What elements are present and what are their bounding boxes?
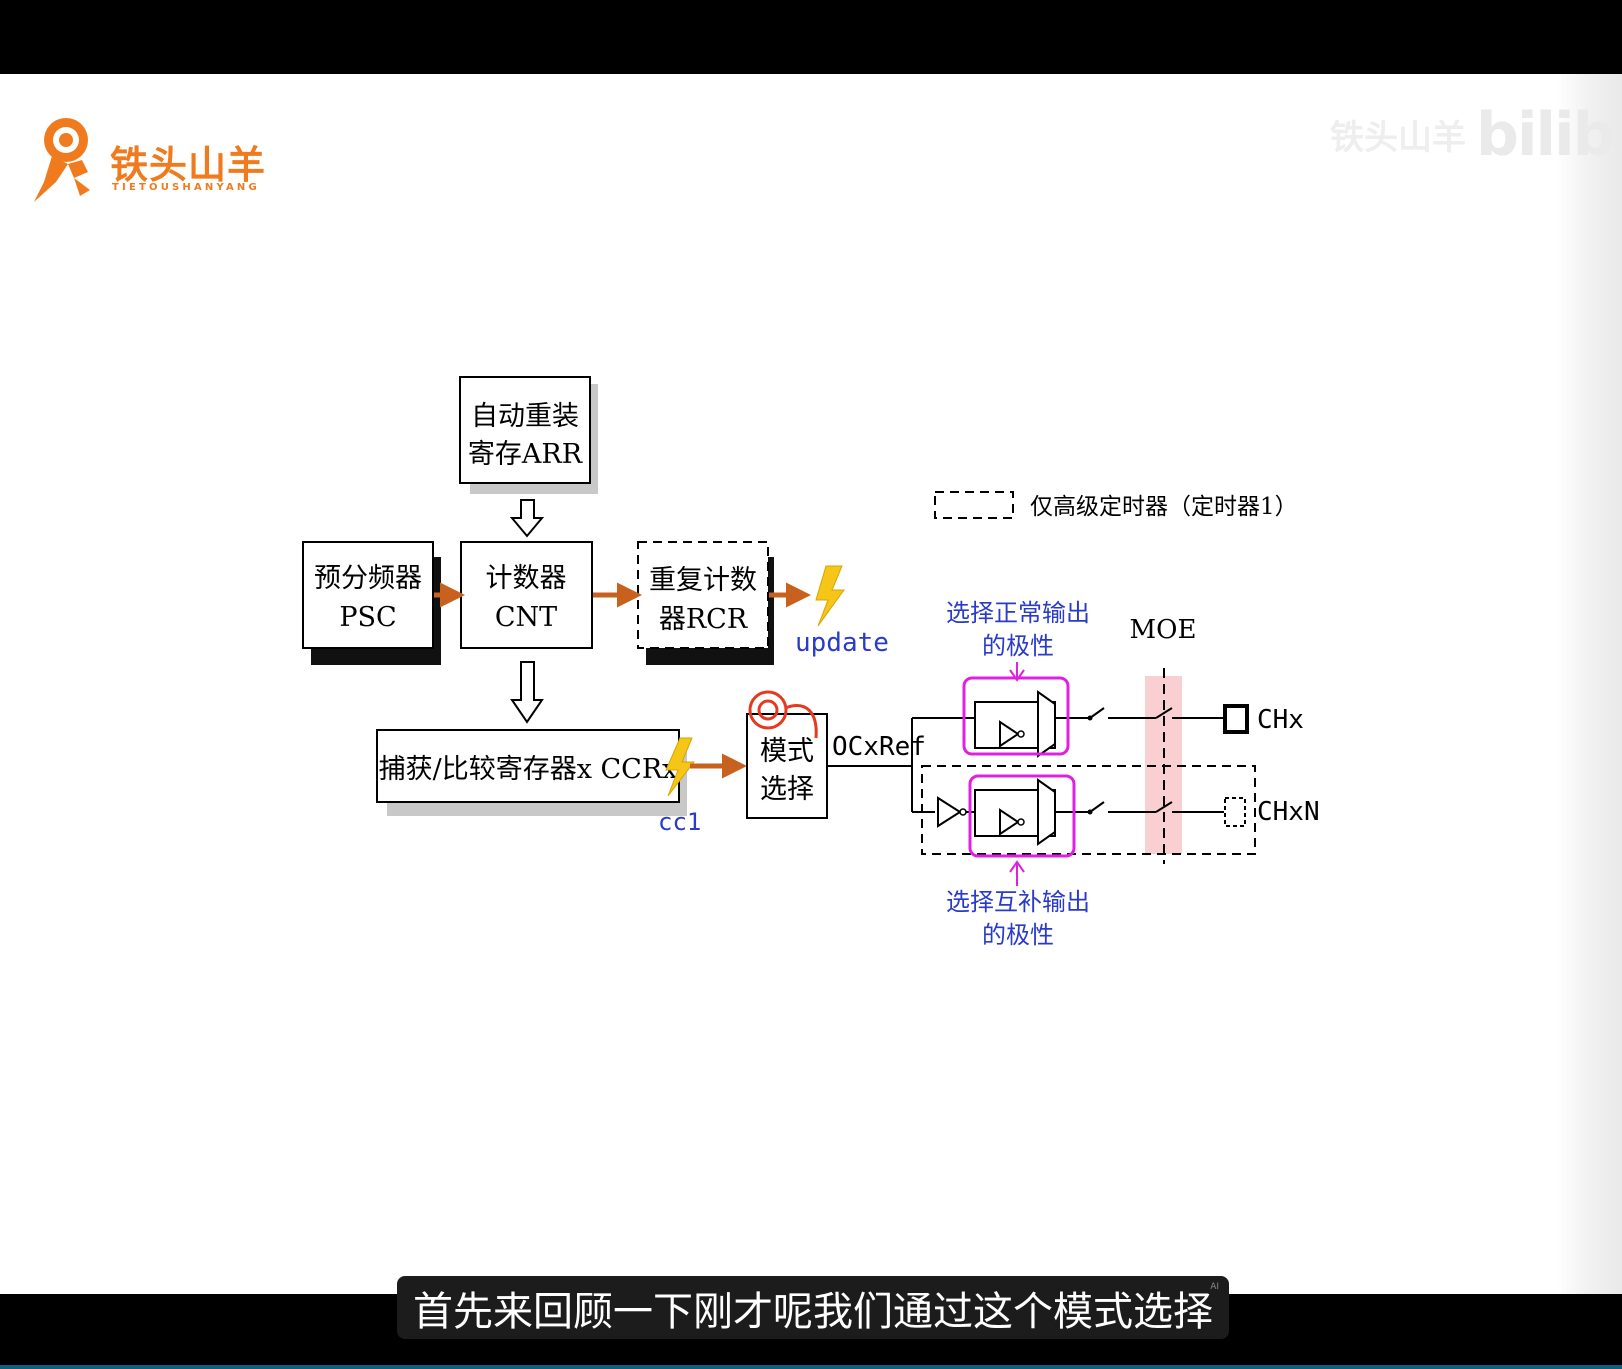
complementary-region	[921, 765, 1256, 855]
arr-box: 自动重装 寄存ARR	[459, 376, 598, 494]
ai-badge: AI	[1210, 1282, 1219, 1292]
mode-line2: 选择	[760, 774, 814, 805]
arr-to-cnt-arrow	[509, 499, 545, 538]
pen-annotation	[748, 690, 818, 739]
normal-polarity-pointer	[1009, 662, 1025, 682]
progress-line	[0, 1365, 1622, 1369]
cnt-to-ccr-arrow	[510, 661, 544, 724]
complementary-output-path: CHxN	[937, 774, 1320, 858]
comp-polarity-pointer	[1009, 860, 1025, 886]
cc1-lightning-icon	[665, 737, 696, 797]
subtitle-text: 首先来回顾一下刚才呢我们通过这个模式选择	[413, 1288, 1213, 1335]
normal-polarity-highlight	[962, 676, 1070, 756]
chxn-label: CHxN	[1257, 797, 1320, 827]
comp-polarity-highlight	[968, 774, 1076, 858]
normal-polarity-line2: 的极性	[982, 632, 1054, 660]
watermark-brand: bilibili	[1476, 100, 1622, 170]
ccr-label: 捕获/比较寄存器x CCRx	[379, 754, 678, 785]
goat-mascot-icon	[34, 118, 90, 202]
ocxref-label: OCxRef	[832, 732, 926, 762]
top-letterbox	[0, 0, 1622, 74]
psc-line2: PSC	[339, 602, 396, 633]
update-lightning-icon	[815, 565, 845, 627]
chxn-pin-icon	[1224, 797, 1246, 827]
cnt-box: 计数器 CNT	[460, 541, 593, 649]
arr-line1: 自动重装	[471, 401, 579, 432]
comp-polarity-line1: 选择互补输出	[946, 888, 1090, 916]
mode-select-box: 模式 选择	[746, 713, 828, 819]
legend-label: 仅高级定时器（定时器1）	[1030, 494, 1298, 520]
legend: 仅高级定时器（定时器1）	[934, 491, 1298, 520]
mode-line1: 模式	[760, 736, 814, 767]
normal-polarity-line1: 选择正常输出	[946, 599, 1090, 627]
rcr-line2: 器RCR	[659, 604, 748, 635]
subtitle-box: 首先来回顾一下刚才呢我们通过这个模式选择 AI	[397, 1276, 1229, 1339]
psc-line1: 预分频器	[314, 563, 422, 594]
slide	[0, 74, 1622, 1294]
arr-line2: 寄存ARR	[468, 439, 583, 470]
normal-output-path: CHx	[962, 676, 1304, 758]
cnt-line2: CNT	[495, 602, 557, 633]
logo-subtitle: TIETOUSHANYANG	[112, 182, 260, 193]
chx-label: CHx	[1257, 705, 1304, 735]
ccr-box: 捕获/比较寄存器x CCRx	[376, 729, 687, 816]
comp-polarity-line2: 的极性	[982, 921, 1054, 949]
cnt-line1: 计数器	[486, 563, 567, 594]
watermark-channel: 铁头山羊	[1330, 118, 1466, 158]
cc1-label: cc1	[658, 808, 701, 836]
update-label: update	[795, 628, 889, 658]
channel-logo: 铁头山羊 TIETOUSHANYANG	[30, 112, 270, 212]
logo-title: 铁头山羊	[110, 143, 267, 187]
psc-box: 预分频器 PSC	[302, 541, 441, 665]
rcr-line1: 重复计数	[649, 565, 757, 596]
rcr-box: 重复计数 器RCR	[637, 541, 774, 665]
moe-label: MOE	[1130, 615, 1197, 645]
chx-pin-icon	[1223, 704, 1249, 734]
